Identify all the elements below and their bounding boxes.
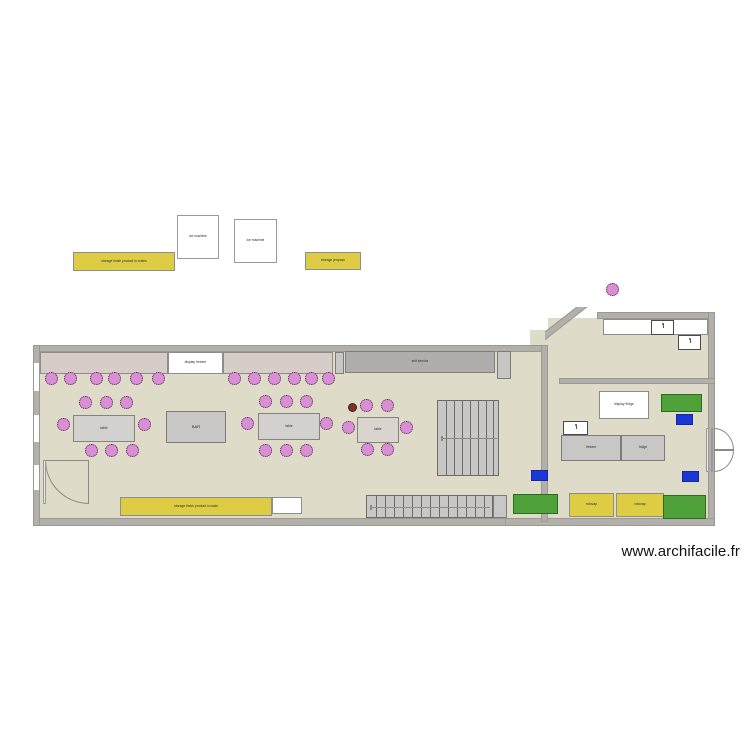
chair-icon-wall-right[interactable] [268, 372, 281, 385]
blue-unit-1[interactable] [676, 414, 693, 425]
chair-icon-table-3[interactable] [360, 399, 373, 412]
chair-icon-table-1[interactable] [126, 444, 139, 457]
chair-icon-wall-left[interactable] [90, 372, 103, 385]
chair-icon-table-3[interactable] [361, 443, 374, 456]
watermark: www.archifacile.fr [621, 543, 740, 560]
wall-top-hall [33, 345, 545, 352]
window-icon-left-2 [33, 415, 40, 442]
chair-icon-wall-right[interactable] [228, 372, 241, 385]
chair-icon-table-3[interactable] [342, 421, 355, 434]
counter-right-segment[interactable] [223, 352, 333, 374]
chair-icon-table-1[interactable] [100, 396, 113, 409]
chair-icon-wall-left[interactable] [108, 372, 121, 385]
sink-icon-mid[interactable] [563, 421, 588, 435]
chair-icon-table-1[interactable] [105, 444, 118, 457]
wall-partition-vertical [541, 345, 548, 522]
chair-icon-table-2[interactable] [280, 395, 293, 408]
blue-unit-2[interactable] [531, 470, 548, 481]
chair-icon-wall-left[interactable] [130, 372, 143, 385]
chair-icon-table-2[interactable] [259, 395, 272, 408]
chair-icon-wall-right[interactable] [248, 372, 261, 385]
door-leaf-right-2[interactable] [711, 428, 713, 472]
window-icon-left-3 [33, 465, 40, 490]
ice-machine-2-label: ice machine [246, 238, 265, 243]
chair-icon-table-1[interactable] [138, 418, 151, 431]
door-leaf-entrance[interactable] [43, 460, 46, 504]
counter-small-white[interactable] [272, 497, 302, 514]
sofa-bottom-right[interactable] [663, 495, 706, 519]
ice-machine-1-label: ice machine [189, 234, 207, 239]
chair-icon-table-2[interactable] [300, 444, 313, 457]
chair-icon-wall-left[interactable] [152, 372, 165, 385]
wall-right [708, 312, 715, 526]
counter-left-segment[interactable] [40, 352, 168, 374]
chair-icon-table-1[interactable] [79, 396, 92, 409]
stairs-landing [493, 495, 507, 518]
ice-machine-1[interactable]: ice machine [177, 215, 219, 259]
chair-icon-table-3[interactable] [400, 421, 413, 434]
chair-icon-wall-right[interactable] [288, 372, 301, 385]
wall-interior-right-room [559, 378, 715, 384]
ice-machine-2[interactable]: ice machine [234, 219, 277, 263]
storage-jerrycan-label: storage jerrycan [321, 258, 345, 263]
chair-icon-wall-left[interactable] [45, 372, 58, 385]
chair-icon-table-2[interactable] [259, 444, 272, 457]
chair-icon-wall-left[interactable] [64, 372, 77, 385]
chair-icon-dark[interactable] [348, 403, 357, 412]
door-leaf-right-1[interactable] [706, 428, 709, 472]
storage-finish-product-crates-outside[interactable]: storage finish product in crates [73, 252, 175, 271]
chair-icon-table-2[interactable] [241, 417, 254, 430]
chair-icon-table-1[interactable] [85, 444, 98, 457]
sofa-bottom-left[interactable] [513, 494, 558, 514]
door-icon-right-lower[interactable] [714, 450, 734, 472]
wall-diagonal [545, 307, 607, 355]
chair-icon-table-2[interactable] [280, 444, 293, 457]
storage-finish-product-crates-outside-label: storage finish product in crates [101, 258, 147, 263]
counter-stub-right[interactable] [497, 351, 511, 379]
blue-unit-3[interactable] [682, 471, 699, 482]
sink-icon-top-1[interactable] [651, 320, 674, 335]
sink-icon-top-2[interactable] [678, 335, 701, 350]
wall-top-right-room [597, 312, 715, 319]
chair-icon-table-2[interactable] [300, 395, 313, 408]
chair-icon-outside[interactable] [606, 283, 619, 296]
chair-icon-wall-right[interactable] [322, 372, 335, 385]
chair-icon-table-1[interactable] [120, 396, 133, 409]
storage-jerrycan[interactable]: storage jerrycan [305, 252, 361, 270]
chair-icon-table-3[interactable] [381, 399, 394, 412]
stairs-icon-horizontal[interactable] [366, 495, 493, 518]
stairs-icon-vertical[interactable] [437, 400, 499, 476]
chair-icon-table-3[interactable] [381, 443, 394, 456]
wall-bottom-right-room [505, 518, 715, 526]
window-icon-left-1 [33, 363, 40, 391]
chair-icon-wall-right[interactable] [305, 372, 318, 385]
counter-stub[interactable] [335, 352, 344, 374]
sofa-top-right[interactable] [661, 394, 702, 412]
chair-icon-table-1[interactable] [57, 418, 70, 431]
door-icon-right-upper[interactable] [714, 428, 734, 450]
chair-icon-table-2[interactable] [320, 417, 333, 430]
wall-bottom-hall [33, 518, 513, 526]
